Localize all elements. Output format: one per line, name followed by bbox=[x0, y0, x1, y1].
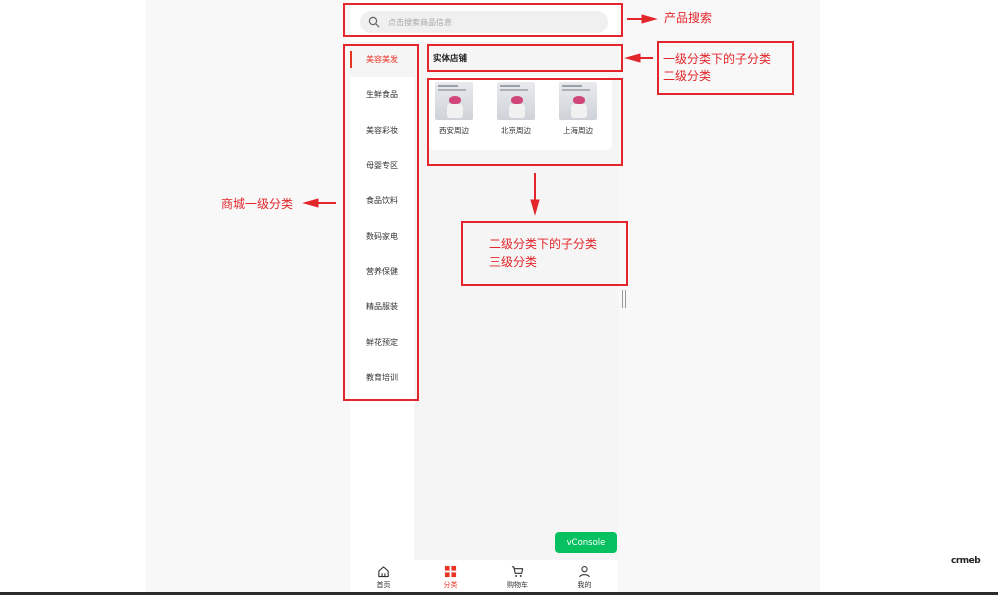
tab-label: 分类 bbox=[443, 581, 458, 589]
scrollbar-handle[interactable] bbox=[622, 290, 626, 308]
tab-label: 购物车 bbox=[507, 581, 528, 589]
sidebar-item-education[interactable]: 教育培训 bbox=[366, 372, 398, 382]
phone-screen: 美容美发 生鲜食品 美容彩妆 母婴专区 食品饮料 数码家电 营养保健 精品服装 … bbox=[350, 0, 618, 592]
subcategory-content: 实体店铺 西安周边 北京周边 bbox=[414, 42, 618, 560]
subcategory-card: 西安周边 北京周边 上海周边 bbox=[428, 76, 612, 150]
sidebar-item-digital[interactable]: 数码家电 bbox=[366, 231, 398, 241]
bottom-divider bbox=[0, 592, 998, 595]
sidebar-item-beauty-hair[interactable]: 美容美发 bbox=[350, 42, 414, 78]
product-thumbnail bbox=[435, 82, 473, 120]
tab-mine[interactable]: 我的 bbox=[551, 560, 618, 592]
vconsole-button[interactable]: vConsole bbox=[555, 532, 617, 553]
sidebar-item-fresh-food[interactable]: 生鲜食品 bbox=[366, 90, 398, 100]
tab-label: 首页 bbox=[376, 581, 391, 589]
tab-cart[interactable]: 购物车 bbox=[484, 560, 551, 592]
category-icon bbox=[444, 565, 457, 578]
annotation-level2-line1: 二级分类下的子分类 bbox=[489, 237, 598, 251]
user-icon bbox=[579, 566, 590, 578]
subcategory-item-xian[interactable]: 西安周边 bbox=[432, 82, 476, 136]
product-thumbnail bbox=[497, 82, 535, 120]
annotation-level1-line2: 二级分类 bbox=[663, 69, 712, 83]
sidebar-item-flowers[interactable]: 鲜花预定 bbox=[366, 337, 398, 347]
search-icon bbox=[368, 16, 380, 28]
subcategory-item-label: 北京周边 bbox=[501, 126, 531, 135]
annotation-box-sidebar bbox=[343, 44, 419, 401]
subcategory-item-shanghai[interactable]: 上海周边 bbox=[556, 82, 600, 136]
annotation-box-level2-note bbox=[461, 221, 628, 286]
subcategory-item-label: 西安周边 bbox=[439, 126, 469, 135]
annotation-level1-line1: 一级分类下的子分类 bbox=[663, 52, 772, 66]
annotation-box-search bbox=[343, 3, 623, 37]
sidebar-item-food-drink[interactable]: 食品饮料 bbox=[366, 196, 398, 206]
home-icon bbox=[378, 566, 389, 578]
annotation-box-subtitle bbox=[427, 44, 623, 72]
subcategory-item-label: 上海周边 bbox=[563, 126, 593, 135]
annotation-search: 产品搜索 bbox=[664, 11, 713, 25]
search-box[interactable] bbox=[360, 11, 608, 33]
sidebar-item-nutrition[interactable]: 营养保健 bbox=[366, 266, 398, 276]
search-input[interactable] bbox=[388, 17, 588, 27]
category-sidebar: 美容美发 生鲜食品 美容彩妆 母婴专区 食品饮料 数码家电 营养保健 精品服装 … bbox=[350, 42, 414, 560]
annotation-mall: 商城一级分类 bbox=[221, 197, 294, 211]
sidebar-item-clothing[interactable]: 精品服装 bbox=[366, 302, 398, 312]
subcategory-item-beijing[interactable]: 北京周边 bbox=[494, 82, 538, 136]
crmeb-logo: crmeb bbox=[951, 556, 981, 566]
annotation-level2-line2: 三级分类 bbox=[489, 255, 538, 269]
subcategory-title: 实体店铺 bbox=[433, 54, 468, 64]
cart-icon bbox=[511, 566, 524, 577]
annotation-box-level1-note bbox=[657, 41, 794, 95]
tab-category[interactable]: 分类 bbox=[417, 560, 484, 592]
sidebar-item-mother-baby[interactable]: 母婴专区 bbox=[366, 161, 398, 171]
annotation-box-subitems bbox=[427, 78, 623, 166]
bottom-tabbar: 首页 分类 购物车 我的 bbox=[350, 560, 618, 592]
tab-label: 我的 bbox=[577, 581, 592, 589]
sidebar-item-makeup[interactable]: 美容彩妆 bbox=[366, 125, 398, 135]
product-thumbnail bbox=[559, 82, 597, 120]
tab-home[interactable]: 首页 bbox=[350, 560, 417, 592]
